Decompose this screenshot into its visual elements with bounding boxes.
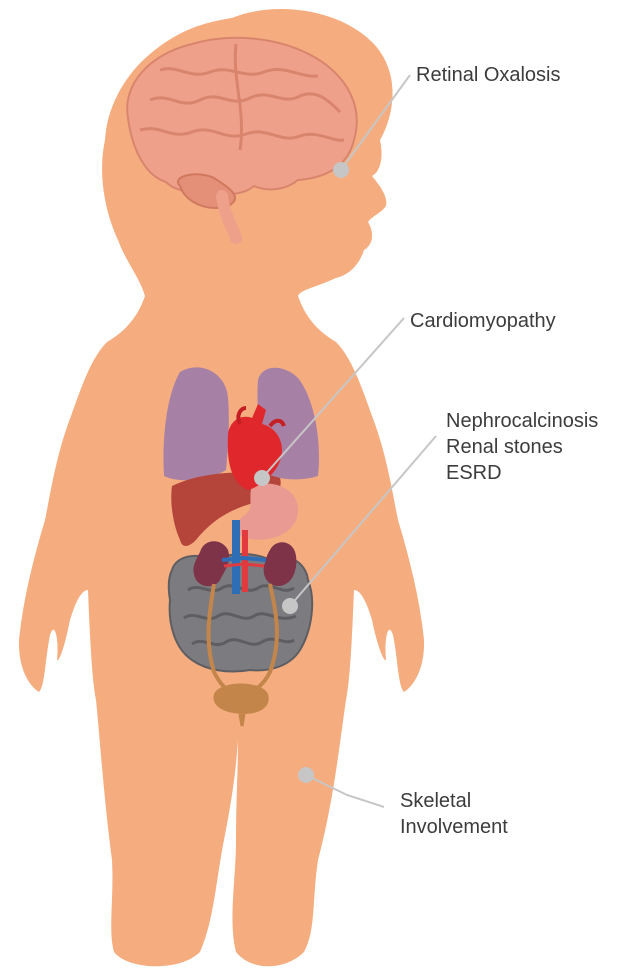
label-retinal-oxalosis: Retinal Oxalosis (416, 62, 561, 88)
label-kidney-conditions: Nephrocalcinosis Renal stones ESRD (446, 408, 598, 486)
marker-kidney (282, 598, 298, 614)
label-line: Retinal Oxalosis (416, 62, 561, 88)
aorta (242, 530, 248, 592)
label-line: ESRD (446, 460, 598, 486)
label-line: Renal stones (446, 434, 598, 460)
label-line: Cardiomyopathy (410, 308, 556, 334)
label-line: Skeletal (400, 788, 508, 814)
label-skeletal-involvement: Skeletal Involvement (400, 788, 508, 840)
label-line: Nephrocalcinosis (446, 408, 598, 434)
label-cardiomyopathy: Cardiomyopathy (410, 308, 556, 334)
label-line: Involvement (400, 814, 508, 840)
marker-eye (333, 162, 349, 178)
marker-heart (254, 470, 270, 486)
marker-bone (298, 767, 314, 783)
